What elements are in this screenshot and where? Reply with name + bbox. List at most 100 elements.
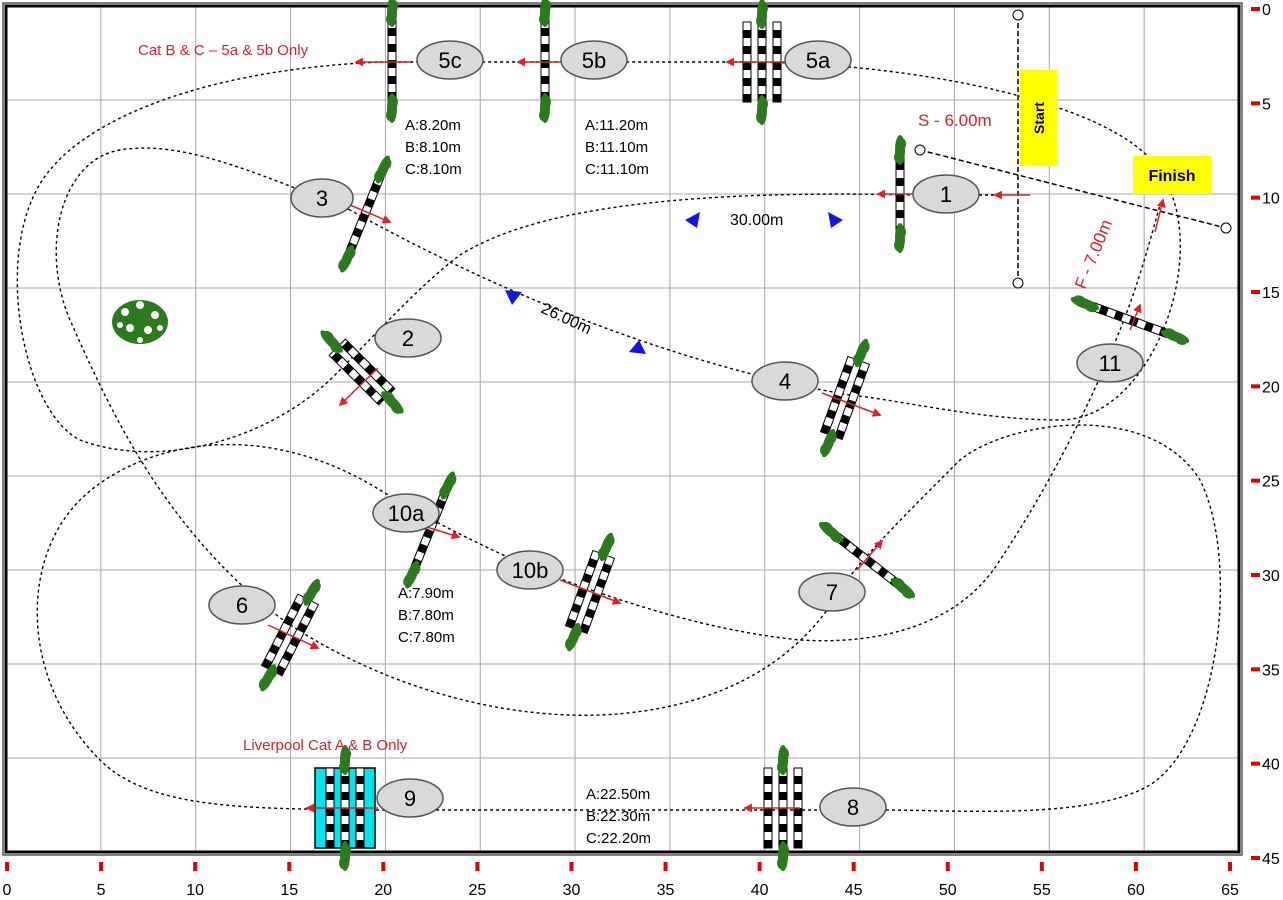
tree-icon	[374, 155, 392, 184]
jump-number: 8	[847, 795, 859, 820]
x-tick-label: 30	[563, 882, 581, 899]
jump-3-badge: 3	[290, 178, 354, 218]
x-tick-mark	[663, 862, 668, 871]
tree-icon	[852, 338, 870, 368]
start-finish-lines	[919, 15, 1227, 283]
x-tick-mark	[1039, 862, 1044, 871]
y-tick-mark	[1251, 761, 1260, 766]
cat-bc-note: Cat B & C – 5a & 5b Only	[138, 42, 309, 59]
tree-icon	[777, 841, 789, 871]
jump-number: 5c	[438, 48, 461, 73]
y-tick-label: 45	[1262, 851, 1280, 868]
x-tick-label: 45	[845, 882, 863, 899]
jump-2-badge: 2	[374, 318, 442, 358]
distance-26m: 26.00m	[538, 300, 594, 338]
distance-9-a: A:22.50m	[586, 786, 650, 803]
arrow-2	[338, 367, 379, 407]
marker-left-icon	[685, 212, 700, 228]
jump-number: 10a	[388, 501, 425, 526]
distance-5c-a: A:8.20m	[405, 117, 461, 134]
finish-label: Finish	[1148, 168, 1195, 185]
tree-icon	[894, 223, 906, 253]
jump-7-badge: 7	[798, 572, 866, 612]
tree-icon	[820, 428, 837, 458]
finish-flag-left	[914, 144, 926, 156]
tree-icon	[756, 0, 768, 29]
y-tick-mark	[1251, 7, 1260, 11]
y-tick-label: 15	[1262, 285, 1280, 302]
fence-3	[338, 155, 392, 273]
distance-9-b: B:22.30m	[586, 808, 650, 825]
jump-number: 1	[940, 182, 952, 207]
tree-icon	[339, 841, 351, 871]
x-tick-mark	[851, 862, 856, 871]
x-tick-mark	[475, 862, 480, 871]
fence-5b	[539, 0, 551, 123]
y-tick-mark	[1251, 573, 1260, 577]
liverpool-note: Liverpool Cat A & B Only	[243, 737, 408, 754]
arrow-7	[856, 539, 884, 571]
x-tick-mark	[1228, 862, 1232, 871]
x-tick-mark	[757, 862, 762, 871]
arena-border	[4, 4, 1241, 854]
y-tick-label: 30	[1262, 568, 1280, 585]
jump-number: 2	[402, 326, 414, 351]
tree-icon	[320, 330, 343, 354]
distance-5b-c: C:11.10m	[585, 161, 649, 178]
tree-icon	[386, 0, 398, 27]
fence-4	[819, 338, 871, 458]
y-tick-label: 40	[1262, 757, 1280, 774]
jump-5b-badge: 5b	[560, 40, 628, 80]
y-tick-label: 25	[1262, 474, 1280, 491]
start-line-width: S - 6.00m	[918, 111, 992, 130]
y-tick-mark	[1251, 290, 1260, 294]
arrow-6	[267, 624, 320, 650]
distance-10-c: C:7.80m	[398, 629, 455, 646]
start-label: Start	[1031, 102, 1047, 134]
x-tick-label: 65	[1221, 882, 1239, 899]
y-tick-mark	[1251, 478, 1260, 483]
tree-icon	[403, 560, 421, 589]
tree-icon	[258, 664, 278, 692]
finish-flag-right	[1220, 222, 1232, 234]
distance-30m: 30.00m	[730, 212, 783, 229]
y-tick-label: 0	[1262, 2, 1271, 19]
tree-icon	[890, 577, 916, 599]
arrow-4	[821, 392, 882, 417]
y-tick-mark	[1251, 856, 1260, 860]
course-route	[16, 61, 1221, 813]
tree-icon	[894, 135, 906, 165]
arrow-11	[1129, 303, 1142, 331]
tree-icon	[386, 93, 398, 123]
x-tick-label: 25	[468, 882, 486, 899]
y-tick-label: 20	[1262, 379, 1280, 396]
distance-5c-b: B:8.10m	[405, 139, 461, 156]
y-tick-mark	[1251, 195, 1260, 200]
x-tick-mark	[193, 862, 198, 871]
x-tick-mark	[99, 862, 104, 871]
y-tick-label: 35	[1262, 662, 1280, 679]
tree-icon	[302, 578, 321, 606]
x-tick-mark	[1133, 862, 1138, 871]
arrow-10b	[559, 579, 622, 605]
marker-lower-icon	[629, 340, 646, 354]
x-tick-label: 50	[939, 882, 957, 899]
tree-icon	[597, 532, 615, 562]
jump-4-badge: 4	[751, 361, 819, 401]
tree-icon	[1070, 295, 1100, 313]
x-tick-label: 10	[186, 882, 204, 899]
tree-icon	[777, 745, 789, 775]
finish-arrow	[1154, 198, 1166, 233]
y-tick-mark	[1251, 384, 1260, 389]
jump-number: 7	[826, 580, 838, 605]
marker-upper-icon	[505, 290, 522, 305]
x-tick-mark	[5, 862, 9, 871]
x-tick-label: 40	[751, 882, 769, 899]
start-flag-bottom	[1012, 277, 1024, 289]
jump-number: 3	[316, 186, 328, 211]
x-tick-mark	[569, 862, 574, 871]
distance-10-b: B:7.80m	[398, 607, 454, 624]
